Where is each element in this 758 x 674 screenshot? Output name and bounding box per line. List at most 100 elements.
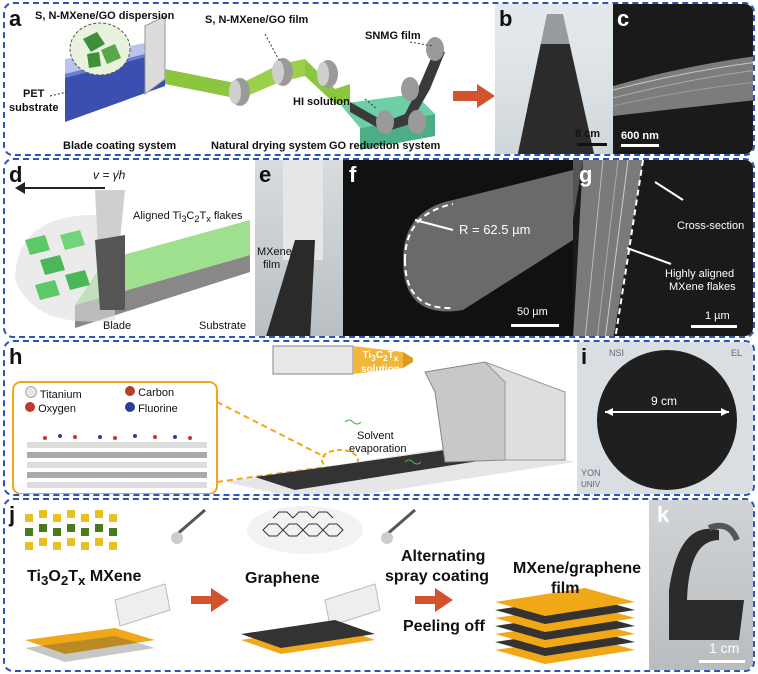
mx-ti: Ti <box>27 568 41 585</box>
panel-f-label: f <box>349 162 357 187</box>
velocity-equation: v = γ̇h <box>93 168 126 182</box>
film-label: S, N-MXene/GO film <box>205 14 309 26</box>
aligned-c: C <box>186 210 195 222</box>
panel-c-scale-text: 600 nm <box>621 130 659 142</box>
panel-k-scale-bar <box>699 660 745 663</box>
panel-j-label: j <box>9 502 16 527</box>
panel-row-3: h Titanium Carbon Oxygen Fluorine Ti3C2T… <box>3 340 755 496</box>
legend-carbon: Carbon <box>125 386 174 399</box>
radius-label: R = 62.5 µm <box>459 222 531 237</box>
panel-c-label: c <box>617 6 630 31</box>
pet-label: PET <box>23 88 45 100</box>
i-bg-text-1: NSI <box>609 348 625 358</box>
panel-i-label: i <box>581 344 588 369</box>
legend-carbon-text: Carbon <box>138 387 175 399</box>
result-label-2: film <box>551 580 580 597</box>
panel-b-scale-text: 8 cm <box>575 128 601 140</box>
mxene-film-photo <box>255 160 343 336</box>
panel-c-scale-bar <box>621 144 659 147</box>
sol-ti: Ti <box>362 350 372 361</box>
blade-system-label: Blade coating system <box>63 140 177 152</box>
mxene-film-label-1: MXene <box>257 246 292 258</box>
sol-sub2: 2 <box>383 353 388 363</box>
mx-t: T <box>68 568 79 585</box>
atom-legend: Titanium Carbon Oxygen Fluorine <box>25 386 215 426</box>
sol-c: C <box>375 350 384 361</box>
mxene-label: Ti3O2Tx MXene <box>27 568 141 588</box>
panel-f-scale-bar <box>511 324 559 327</box>
sol-sub3: 3 <box>371 353 376 363</box>
aligned-t: T <box>199 210 207 222</box>
aligned-flakes-g-2: MXene flakes <box>669 281 736 293</box>
drying-system-label: Natural drying system <box>211 140 327 152</box>
aligned-prefix: Aligned Ti <box>133 210 182 222</box>
blade-label: Blade <box>103 320 132 332</box>
snmg-film-photo <box>495 4 613 154</box>
panel-k-scale-text: 1 cm <box>709 640 740 656</box>
alternating-label-2: spray coating <box>385 568 490 585</box>
result-label-1: MXene/graphene <box>513 560 642 577</box>
aligned-suffix: flakes <box>210 210 243 222</box>
spray-coating-schematic <box>25 506 635 664</box>
carbon-dot-icon <box>125 386 135 396</box>
mx-subx: x <box>78 573 86 589</box>
aligned-flakes-label: Aligned Ti3C2Tx flakes <box>133 210 243 224</box>
mx-sub3: 3 <box>40 573 49 589</box>
legend-titanium-text: Titanium <box>39 389 82 401</box>
panel-g-scale-text: 1 µm <box>705 310 730 322</box>
aligned-flakes-schematic <box>15 182 250 328</box>
i-bg-text-4: UNIV <box>581 480 601 489</box>
blade-coating-schematic <box>49 15 495 150</box>
step-arrow-2-icon <box>415 588 453 612</box>
panel-g-label: g <box>579 162 593 187</box>
legend-fluorine: Fluorine <box>125 402 178 415</box>
mx-suffix: MXene <box>85 568 142 585</box>
process-arrow-icon <box>453 84 495 108</box>
i-bg-text-2: EL <box>731 348 743 358</box>
diameter-label: 9 cm <box>651 394 678 408</box>
panel-g-scale-bar <box>691 325 737 328</box>
cross-section-sem <box>613 4 753 154</box>
flexible-film-photo <box>649 500 753 670</box>
panel-row-4: j Ti3O2Tx MXene Graphene Alternating spr… <box>3 498 755 672</box>
sub-x: x <box>206 214 211 225</box>
cross-section-g-sem <box>573 160 753 336</box>
cross-section-label: Cross-section <box>677 220 745 232</box>
panel-row-1: a S, N-MXene/GO dispersion S, N-MXene/GO… <box>3 2 755 156</box>
mx-sub2: 2 <box>60 573 69 589</box>
aligned-flakes-g-1: Highly aligned <box>665 268 735 280</box>
mx-o: O <box>48 568 61 585</box>
titanium-dot-icon <box>25 386 37 398</box>
oxygen-dot-icon <box>25 402 35 412</box>
panel-k-label: k <box>657 502 670 527</box>
snmg-label: SNMG film <box>365 30 421 42</box>
step-arrow-1-icon <box>191 588 229 612</box>
solvent-label: Solvent <box>357 430 394 442</box>
legend-oxygen: Oxygen <box>25 402 76 415</box>
graphene-label: Graphene <box>245 570 320 587</box>
panel-row-2: d v = γ̇h Aligned Ti3C2Tx flakes Blade S… <box>3 158 755 338</box>
solution-casting-schematic <box>12 345 575 494</box>
sub-3: 3 <box>181 214 187 225</box>
sol-word: solution <box>361 364 400 375</box>
hi-label: HI solution <box>293 96 350 108</box>
legend-titanium: Titanium <box>25 386 82 401</box>
substrate-label: substrate <box>9 102 59 114</box>
panel-h-label: h <box>9 344 23 369</box>
panel-b-label: b <box>499 6 513 31</box>
panel-a-label: a <box>9 6 22 31</box>
peeling-label: Peeling off <box>403 618 485 635</box>
alternating-label-1: Alternating <box>401 548 486 565</box>
panel-f-scale-text: 50 µm <box>517 306 548 318</box>
fluorine-dot-icon <box>125 402 135 412</box>
evaporation-label: evaporation <box>349 443 407 455</box>
sol-t: T <box>387 350 394 361</box>
legend-fluorine-text: Fluorine <box>138 403 178 415</box>
sub-2: 2 <box>194 214 200 225</box>
i-bg-text-3: YON <box>581 468 601 478</box>
panel-d-label: d <box>9 162 23 187</box>
sol-subx: x <box>393 353 399 363</box>
reduction-system-label: GO reduction system <box>329 140 441 152</box>
circular-film-photo <box>577 342 753 494</box>
